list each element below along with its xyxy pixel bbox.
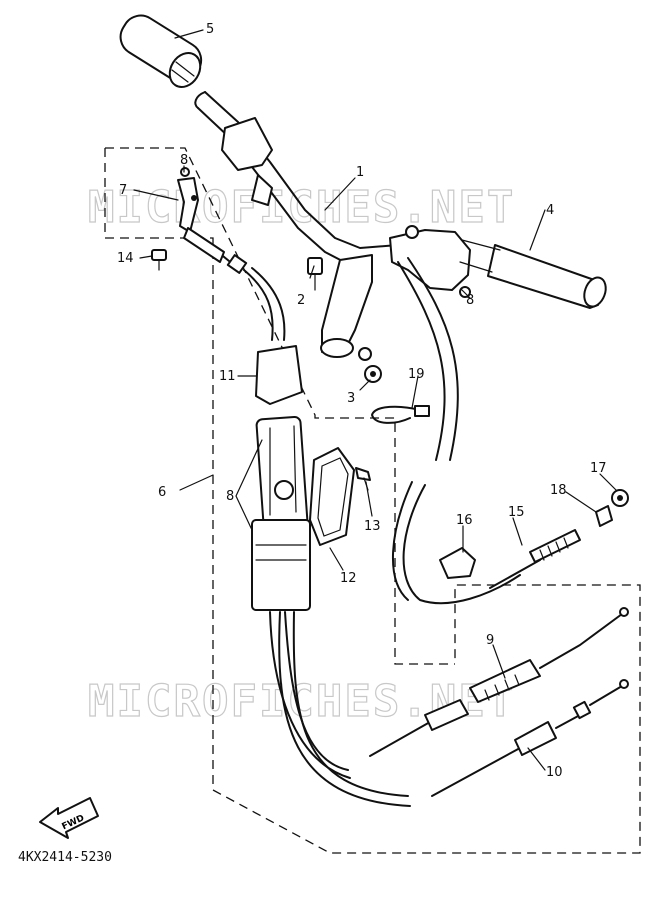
callout-12: 12 <box>340 571 357 586</box>
cable-lower-right-b <box>292 611 409 797</box>
part-17[interactable] <box>611 489 629 507</box>
callout-17: 17 <box>590 461 607 476</box>
callout-8-top: 8 <box>180 153 188 168</box>
callout-11: 11 <box>219 369 236 384</box>
fwd-arrow-icon: FWD <box>39 797 99 839</box>
cable-part-15[interactable] <box>489 529 581 589</box>
cable-lower-mid-b <box>392 481 413 601</box>
nut-part-3[interactable] <box>364 365 382 383</box>
callout-8-housing: 8 <box>226 489 234 504</box>
callout-19: 19 <box>408 367 425 382</box>
bolt-part-2[interactable] <box>307 257 323 291</box>
plate-part-12[interactable] <box>309 447 355 546</box>
watermark-top: MICROFICHES.NET <box>88 182 515 233</box>
clamp-part[interactable] <box>320 254 373 361</box>
cable-lower-right <box>278 611 411 807</box>
part-code: 4KX2414-5230 <box>18 850 112 865</box>
leader-lines <box>133 29 617 771</box>
cable-part-9[interactable] <box>369 607 629 757</box>
screw-part-13[interactable] <box>355 467 371 491</box>
callout-15: 15 <box>508 505 525 520</box>
grip-part[interactable] <box>114 9 208 93</box>
clip-part-19[interactable] <box>371 405 430 424</box>
screw-part-14[interactable] <box>151 249 167 271</box>
part-18[interactable] <box>595 505 613 527</box>
cover-part-11[interactable] <box>255 345 303 405</box>
callout-3: 3 <box>347 391 355 406</box>
housing-part-8[interactable] <box>251 416 311 611</box>
callout-13: 13 <box>364 519 381 534</box>
band-part-16[interactable] <box>439 547 476 579</box>
callout-7: 7 <box>119 183 127 198</box>
cable-from-lever <box>407 257 459 461</box>
callout-18: 18 <box>550 483 567 498</box>
cable-part-6[interactable] <box>183 227 286 341</box>
assembly-outline-left <box>104 148 641 854</box>
callout-5: 5 <box>206 22 214 37</box>
cable-from-lever-b <box>397 261 446 461</box>
callout-8-lever: 8 <box>466 293 474 308</box>
lever-grip-part[interactable] <box>389 225 610 310</box>
cable-lower-mid <box>402 484 521 605</box>
cable-part-10[interactable] <box>431 679 629 797</box>
assembly-outline-upper <box>105 147 455 665</box>
callout-2: 2 <box>297 293 305 308</box>
callout-6: 6 <box>158 485 166 500</box>
callout-14: 14 <box>117 251 134 266</box>
callout-9: 9 <box>486 633 494 648</box>
callout-4: 4 <box>546 203 554 218</box>
callout-10: 10 <box>546 765 563 780</box>
callout-16: 16 <box>456 513 473 528</box>
callout-1: 1 <box>356 165 364 180</box>
